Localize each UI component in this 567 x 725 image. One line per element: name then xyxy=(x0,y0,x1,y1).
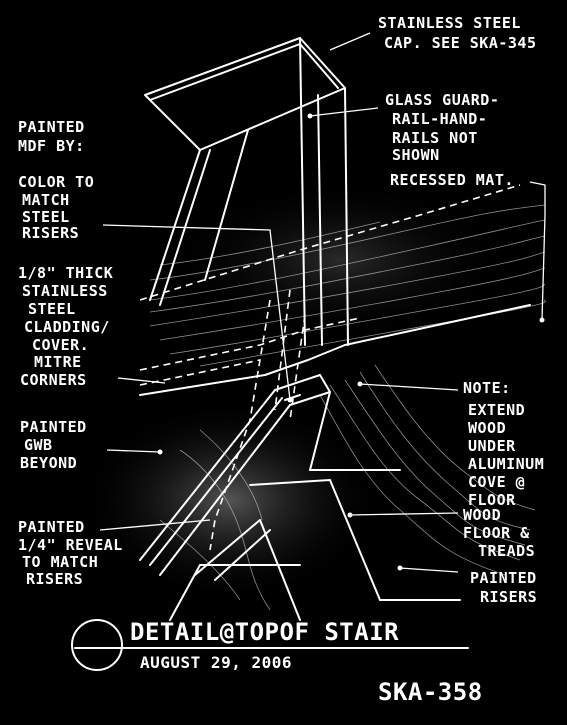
drawing-date: AUGUST 29, 2006 xyxy=(140,653,292,672)
label-note: NOTE: EXTEND WOOD UNDER ALUMINUM COVE @ … xyxy=(463,379,554,509)
drawing-title: DETAIL@TOPOF STAIR xyxy=(130,618,399,646)
detail-marker-circle xyxy=(71,619,123,671)
leader-lines xyxy=(99,32,546,573)
label-reveal: PAINTED 1/4" REVEAL TO MATCH RISERS xyxy=(18,518,132,588)
label-recessed-mat: RECESSED MAT. xyxy=(390,171,514,189)
shading xyxy=(80,180,510,600)
label-steel-cap: STAINLESS STEEL CAP. SEE SKA-345 xyxy=(378,14,537,52)
sheet-number: SKA-358 xyxy=(378,678,483,706)
grain-texture xyxy=(149,204,546,611)
label-painted-gwb: PAINTED GWB BEYOND xyxy=(20,418,96,472)
label-color-match: COLOR TO MATCH STEEL RISERS xyxy=(18,173,104,242)
label-wood-floor: WOOD FLOOR & TREADS xyxy=(463,506,539,560)
label-cladding: 1/8" THICK STAINLESS STEEL CLADDING/ COV… xyxy=(18,264,123,389)
label-glass-guardrail: GLASS GUARD- RAIL-HAND- RAILS NOT SHOWN xyxy=(385,91,509,164)
label-painted-mdf: PAINTED MDF BY: xyxy=(18,118,94,155)
label-painted-risers: PAINTED RISERS xyxy=(470,569,546,606)
glass-guardrail-panel xyxy=(144,37,349,346)
title-block: DETAIL@TOPOF STAIR AUGUST 29, 2006 SKA-3… xyxy=(71,618,483,706)
